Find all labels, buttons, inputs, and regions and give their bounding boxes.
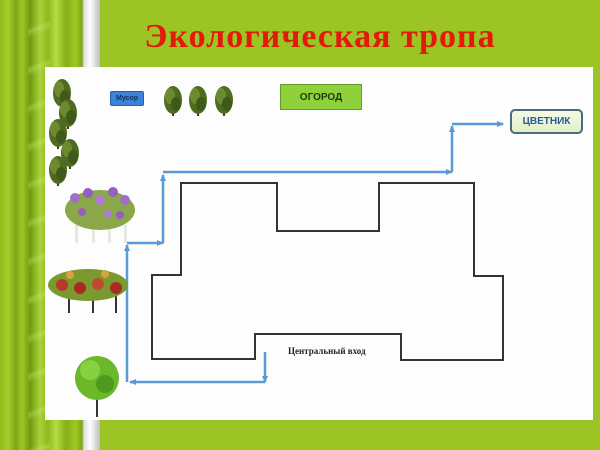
bamboo-highlight [28, 0, 50, 450]
garden-label: ОГОРОД [280, 84, 362, 110]
red-flower-bush-icon [48, 269, 128, 313]
main-entrance-label: Центральный вход [288, 346, 366, 356]
page-title: Экологическая тропа [144, 18, 496, 55]
tree-icon [164, 86, 233, 116]
tree-icon [49, 79, 79, 186]
flower-bed-label: ЦВЕТНИК [510, 109, 583, 134]
trail-path [124, 121, 504, 385]
lilac-bush-icon [65, 187, 135, 243]
trash-label: Мусор [110, 91, 144, 106]
round-tree-icon [75, 356, 119, 417]
building-outline [151, 182, 504, 361]
